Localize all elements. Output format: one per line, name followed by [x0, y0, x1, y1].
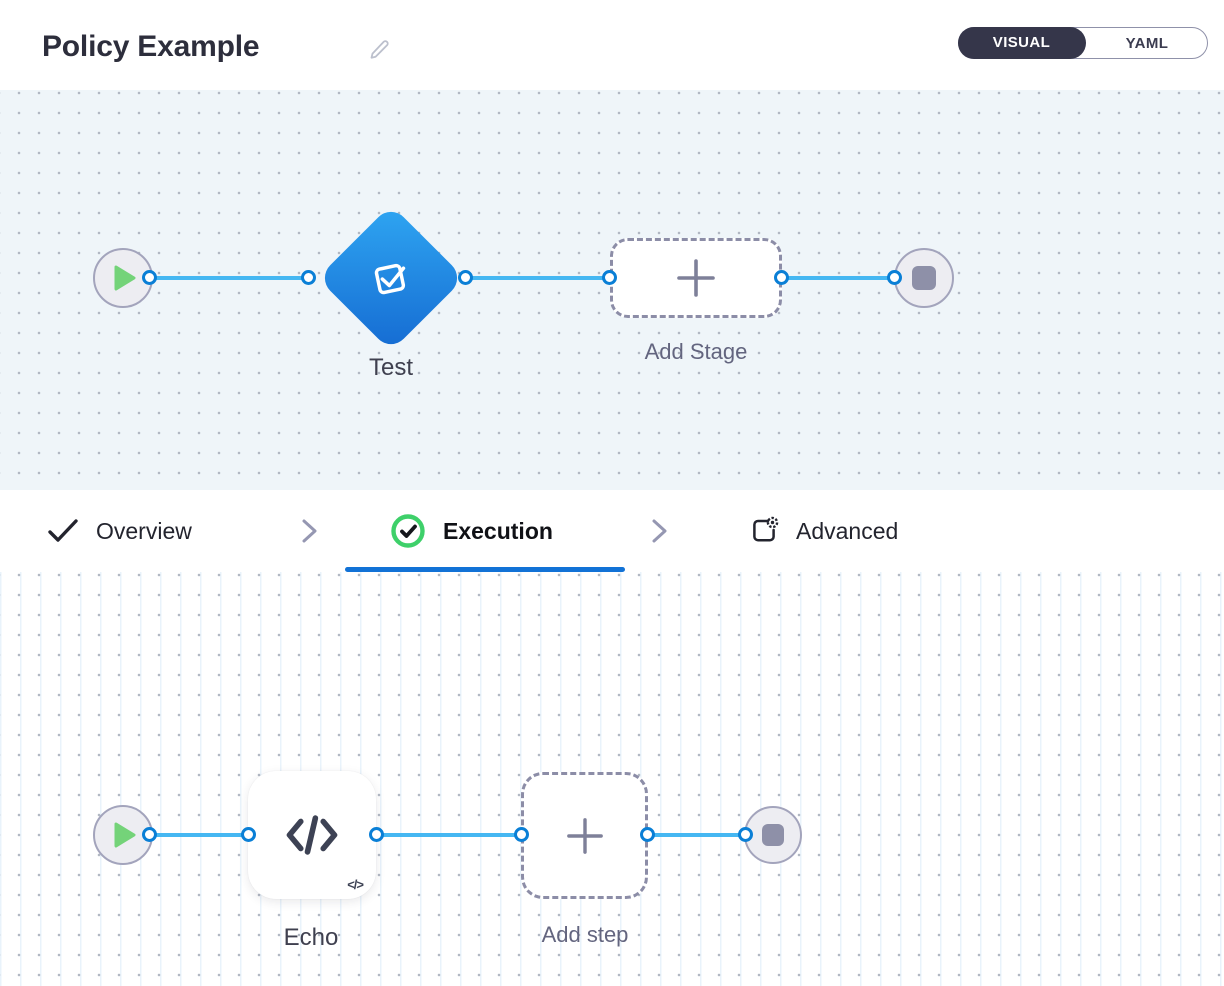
port-addstep-out[interactable]: [640, 827, 655, 842]
edge-echo-to-addstep: [377, 833, 522, 837]
port-test-out[interactable]: [458, 270, 473, 285]
plus-icon: [677, 259, 715, 297]
check-icon: [48, 519, 78, 542]
port-start-out[interactable]: [142, 827, 157, 842]
port-echo-out[interactable]: [369, 827, 384, 842]
step-node-echo[interactable]: </>: [248, 771, 376, 899]
code-icon: [286, 815, 338, 855]
stage-graph-canvas[interactable]: Test Add Stage: [0, 90, 1224, 490]
pipeline-end-node[interactable]: [894, 248, 954, 308]
approval-check-icon: [374, 263, 406, 295]
port-test-in[interactable]: [301, 270, 316, 285]
tab-advanced-label: Advanced: [796, 517, 899, 544]
add-stage-button[interactable]: [610, 238, 782, 318]
success-circle-icon: [391, 514, 425, 548]
edge-test-to-addstage: [466, 276, 610, 280]
tab-overview-label: Overview: [96, 517, 192, 544]
tab-execution-label: Execution: [443, 517, 553, 544]
edge-start-to-test: [150, 276, 309, 280]
toggle-visual-label: VISUAL: [992, 34, 1051, 51]
port-start-out[interactable]: [142, 270, 157, 285]
page-header: Policy Example VISUAL YAML: [0, 0, 1224, 90]
edge-addstage-to-end: [782, 276, 895, 280]
settings-box-icon: [753, 516, 779, 542]
active-tab-underline: [345, 567, 625, 572]
pencil-icon: [370, 40, 389, 59]
tab-advanced[interactable]: Advanced: [748, 490, 898, 572]
execution-step-canvas[interactable]: </> Echo Add step: [0, 572, 1224, 986]
plus-icon: [566, 817, 603, 854]
step-type-badge: </>: [347, 877, 364, 892]
execution-end-node[interactable]: [744, 806, 802, 864]
port-end-in[interactable]: [887, 270, 902, 285]
port-addstep-in[interactable]: [514, 827, 529, 842]
port-echo-in[interactable]: [241, 827, 256, 842]
stop-icon: [912, 266, 936, 290]
edge-addstep-to-end: [648, 833, 746, 837]
stage-label-add-stage: Add Stage: [644, 339, 748, 364]
chevron-right-icon: [302, 519, 317, 543]
port-addstage-in[interactable]: [602, 270, 617, 285]
edge-start-to-echo: [150, 833, 249, 837]
stage-label-test: Test: [368, 354, 414, 381]
visual-yaml-toggle[interactable]: VISUAL YAML: [957, 26, 1208, 59]
port-end-in[interactable]: [738, 827, 753, 842]
toggle-yaml-label: YAML: [1125, 34, 1169, 52]
play-icon: [114, 265, 136, 291]
port-addstage-out[interactable]: [774, 270, 789, 285]
page-title: Policy Example: [42, 30, 260, 63]
toggle-visual-button[interactable]: VISUAL: [957, 26, 1086, 59]
stop-icon: [762, 824, 784, 846]
edit-title-button[interactable]: [368, 38, 392, 62]
tab-overview[interactable]: Overview: [46, 490, 192, 572]
step-label-echo: Echo: [283, 924, 339, 951]
toggle-yaml-button[interactable]: YAML: [1087, 28, 1207, 58]
tab-execution[interactable]: Execution: [391, 490, 553, 572]
stage-node-test[interactable]: [317, 204, 465, 352]
play-icon: [114, 822, 136, 848]
chevron-right-icon: [652, 519, 667, 543]
step-label-add-step: Add step: [541, 922, 629, 947]
stage-config-tabbar: Overview Execution Advanced: [0, 490, 1224, 572]
add-step-button[interactable]: [521, 772, 648, 899]
